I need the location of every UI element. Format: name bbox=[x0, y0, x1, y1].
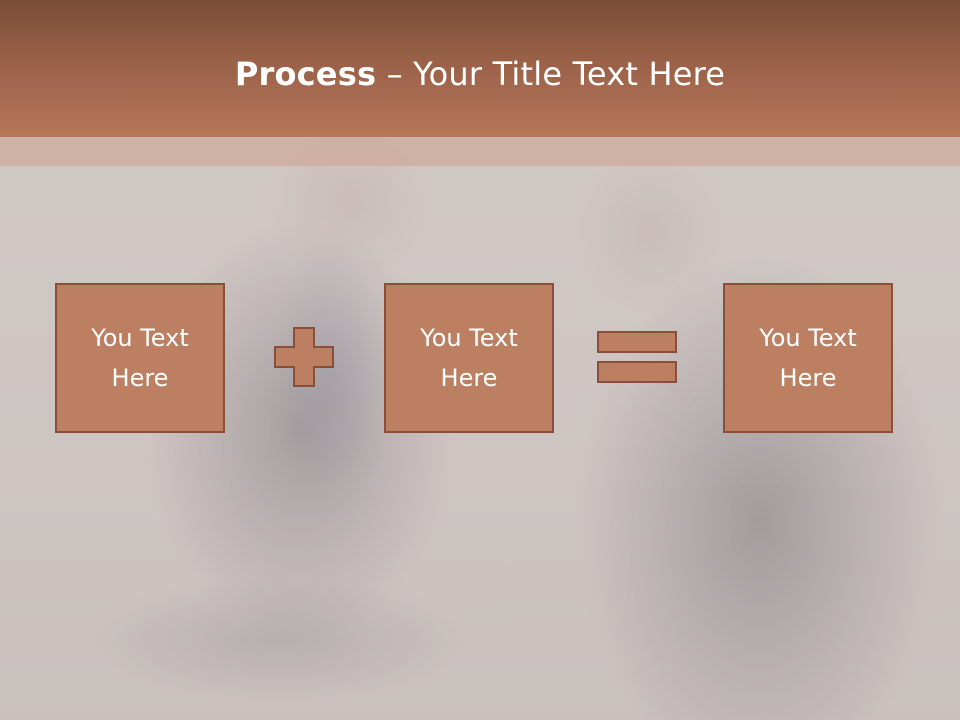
plus-icon bbox=[274, 327, 334, 387]
process-box-2-text: You Text Here bbox=[404, 318, 534, 398]
box-1-line-2: Here bbox=[111, 364, 169, 392]
box-2-line-1: You Text bbox=[420, 324, 518, 352]
process-box-2[interactable]: You Text Here bbox=[384, 283, 554, 433]
title-bold: Process bbox=[234, 55, 377, 93]
title-rest: – Your Title Text Here bbox=[376, 55, 726, 93]
process-box-3[interactable]: You Text Here bbox=[723, 283, 893, 433]
process-box-3-text: You Text Here bbox=[743, 318, 873, 398]
slide-title[interactable]: Process – Your Title Text Here bbox=[0, 52, 960, 96]
title-stripe bbox=[0, 137, 960, 166]
box-3-line-2: Here bbox=[779, 364, 837, 392]
equals-icon bbox=[597, 331, 677, 383]
box-2-line-2: Here bbox=[440, 364, 498, 392]
box-3-line-1: You Text bbox=[759, 324, 857, 352]
process-box-1-text: You Text Here bbox=[75, 318, 205, 398]
title-band bbox=[0, 0, 960, 137]
box-1-line-1: You Text bbox=[91, 324, 189, 352]
process-box-1[interactable]: You Text Here bbox=[55, 283, 225, 433]
